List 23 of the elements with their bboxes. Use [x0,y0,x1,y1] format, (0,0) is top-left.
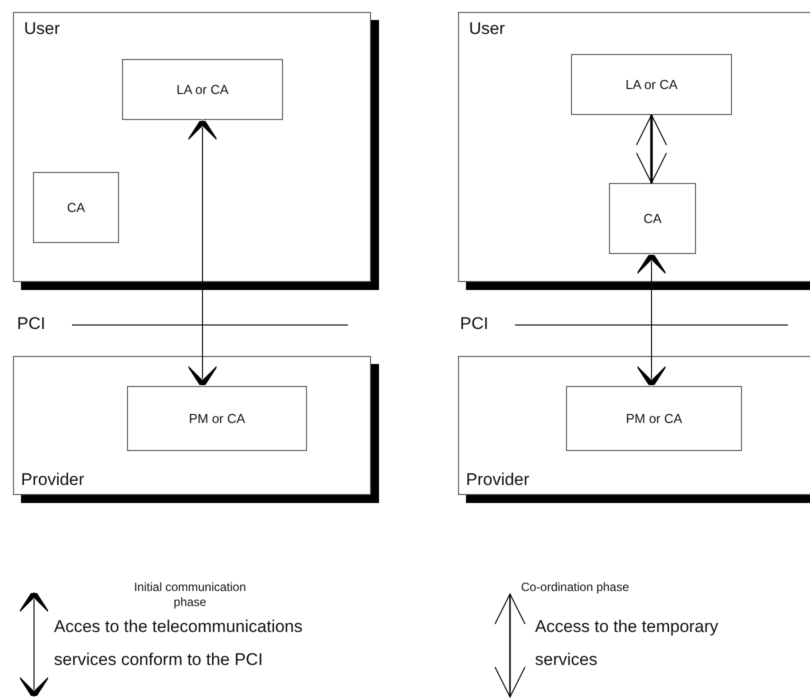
box-label: CA [643,211,662,226]
box-label: LA or CA [625,77,678,92]
entity-box [609,183,696,254]
legend-text: Access to the temporary services [535,616,720,671]
box-label: CA [66,200,86,215]
phase-caption: Initial communication phase [132,580,248,610]
box-label: PM or CA [188,411,246,426]
box-label: LA or CA [176,82,229,97]
panel-title: Provider [21,470,84,490]
entity-box [566,386,742,451]
double-arrow [636,114,667,184]
entity-box [33,172,119,243]
legend-text: Acces to the telecommunications services conform to the PCI [54,616,304,671]
panel-title: Provider [466,470,530,490]
entity-box [122,59,283,120]
entity-box [127,386,307,451]
interface-label: PCI [17,314,46,334]
box-label: PM or CA [626,411,682,426]
phase-caption: Co-ordination phase [520,580,630,595]
interface-label: PCI [460,314,488,334]
entity-box [571,54,732,115]
panel-title: User [24,19,60,39]
panel-title: User [469,19,505,39]
